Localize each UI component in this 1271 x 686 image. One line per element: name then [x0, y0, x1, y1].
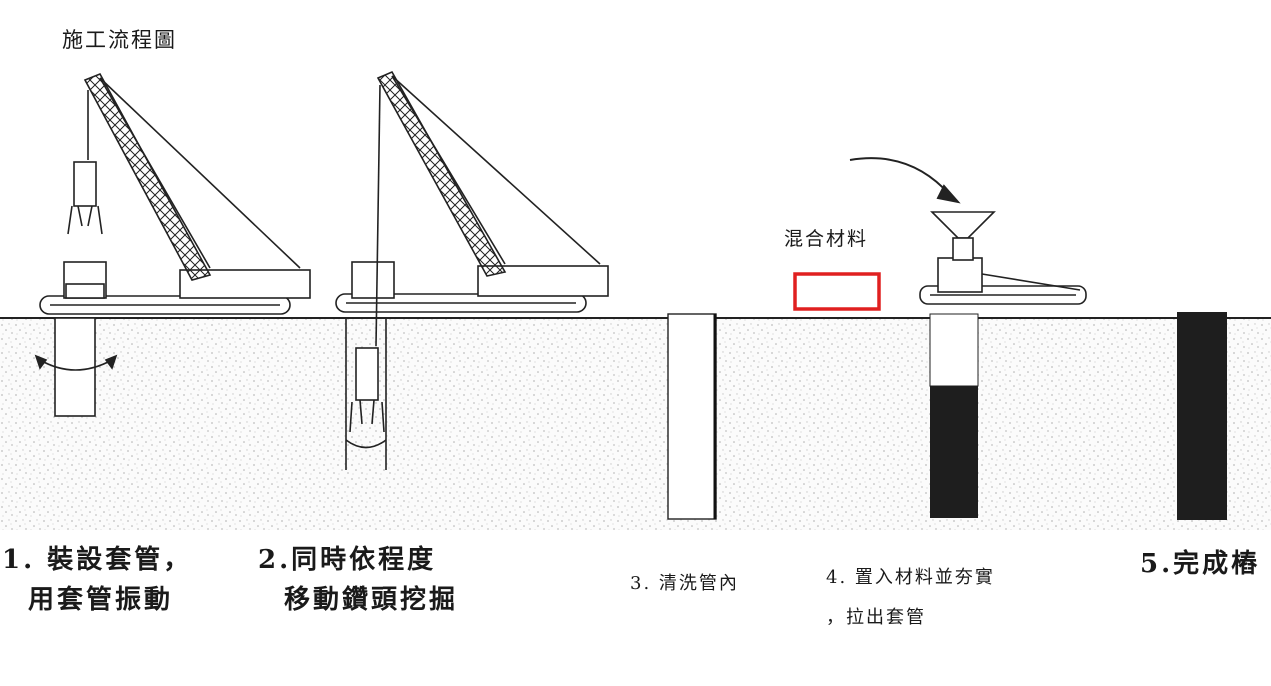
casing-upper	[929, 313, 979, 387]
step1-line2: 用套管振動	[28, 585, 174, 615]
clean-hole	[667, 313, 717, 520]
step4-line2: ，拉出套管	[826, 607, 926, 628]
completed-pile	[1177, 312, 1227, 520]
step2-line2: 移動鑽頭挖掘	[284, 585, 459, 615]
diagram-title: 施工流程圖	[62, 28, 177, 52]
step2-caption: 2.同時依程度 移動鑽頭挖掘	[258, 540, 458, 620]
step5-caption: 5.完成樁	[1140, 544, 1260, 584]
crane-step1	[34, 72, 311, 417]
mix-material-label: 混合材料	[784, 228, 869, 250]
step2-line1: 2.同時依程度	[258, 545, 437, 575]
hopper-machine	[919, 211, 1087, 305]
step1-line1: 1. 裝設套管，	[2, 545, 193, 575]
step1-caption: 1. 裝設套管， 用套管振動	[2, 540, 192, 620]
ground-area	[0, 318, 1271, 530]
step3-line1: 3. 清洗管內	[630, 573, 739, 594]
step4-caption: 4. 置入材料並夯實 ，拉出套管	[826, 558, 995, 638]
step3-caption: 3. 清洗管內	[630, 564, 739, 604]
highlight-box	[793, 272, 881, 311]
step4-line1: 4. 置入材料並夯實	[826, 567, 995, 588]
step5-line1: 5.完成樁	[1140, 549, 1261, 579]
material-arrow	[849, 157, 961, 204]
material-fill	[930, 386, 978, 518]
crane-step2	[335, 70, 609, 470]
